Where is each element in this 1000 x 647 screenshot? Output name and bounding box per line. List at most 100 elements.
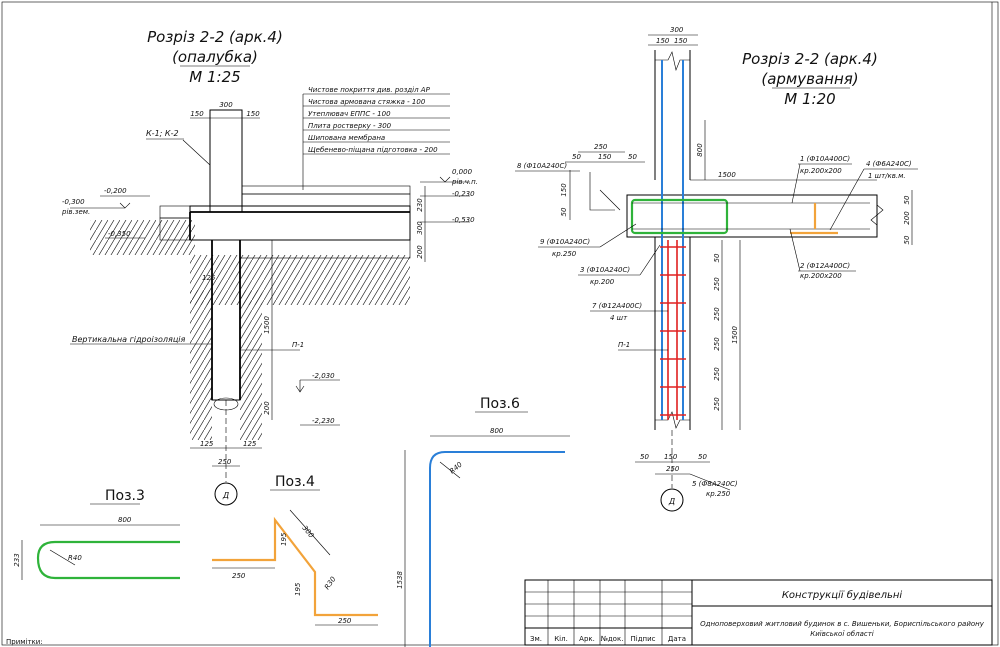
label-1b: кр.200х200 (800, 167, 842, 175)
dim-p250d: 250 (713, 367, 721, 381)
axis-label-right: Д (668, 497, 675, 506)
dim-b150: 150 (664, 453, 678, 461)
label-9b: кр.250 (552, 250, 577, 258)
soil-pile-left (190, 290, 212, 440)
pos4-250a: 250 (232, 572, 246, 580)
dim-p50: 50 (713, 253, 721, 262)
layer-label: Шипована мембрана (308, 134, 385, 142)
pos4-195b: 195 (294, 582, 302, 596)
dim-p250a: 250 (713, 277, 721, 291)
detail-pos3: Поз.3 800 233 R40 (13, 488, 180, 580)
dim-300v: 300 (416, 221, 424, 235)
level-0530: -0,530 (452, 216, 475, 224)
soil-left (90, 220, 195, 255)
dim-top-300: 300 (670, 26, 684, 34)
soil-pile-right (240, 290, 262, 440)
dim-v50: 50 (560, 207, 568, 216)
layer-callouts: Чистове покриття див. розділ АР Чистова … (302, 86, 450, 190)
screed-layer (241, 185, 411, 195)
layer-label: Чистове покриття див. розділ АР (308, 86, 431, 94)
formwork-subtitle: (опалубка) (172, 48, 258, 66)
pos4-title: Поз.4 (275, 474, 315, 490)
pos4-250b: 250 (338, 617, 352, 625)
layer-label: Утеплювач ЕППС - 100 (308, 110, 391, 118)
label-2b: кр.200х200 (800, 272, 842, 280)
dim-v150: 150 (560, 183, 568, 197)
formwork-title: Розріз 2-2 (арк.4) (147, 28, 283, 46)
pos4-bar (212, 516, 378, 617)
dim-125-top: 125 (202, 274, 216, 282)
tb-header: Кіл. (554, 635, 568, 643)
dim-r50b: 50 (903, 235, 911, 244)
dim-top-150b: 150 (674, 37, 688, 45)
reinforcement-section: Розріз 2-2 (арк.4) (армування) М 1:20 30… (515, 26, 918, 512)
layer-label: Плита ростверку - 300 (308, 122, 392, 130)
label-7: 7 (Ф12А400С) (592, 302, 642, 310)
dim-200b: 200 (263, 401, 271, 415)
dim-s50a: 50 (572, 153, 581, 161)
pile-label: П-1 (292, 341, 304, 349)
dim-p250b: 250 (713, 307, 721, 321)
dim-125b: 125 (243, 440, 257, 448)
tb-header: Дата (668, 635, 686, 643)
label-3b: кр.200 (590, 278, 615, 286)
label-5: 5 (Ф8А240С) (692, 480, 738, 488)
pile-label-right: П-1 (618, 341, 630, 349)
label-2: 2 (Ф12А400С) (800, 262, 850, 270)
slab-edge-rebar (630, 198, 729, 235)
formwork-scale: М 1:25 (189, 68, 240, 86)
label-7b: 4 шт (610, 314, 628, 322)
pos6-length: 800 (490, 427, 504, 435)
level-0230: -0,230 (452, 190, 475, 198)
dim-s50b: 50 (628, 153, 637, 161)
pos6-bar (429, 451, 565, 647)
dim-s150: 150 (598, 153, 612, 161)
slab-outline (626, 194, 878, 238)
label-9: 9 (Ф10А240С) (540, 238, 590, 246)
label-3: 3 (Ф10А240С) (580, 266, 630, 274)
axis-label: Д (222, 491, 229, 500)
notes-label: Примітки: (6, 638, 43, 646)
soil-under (190, 255, 410, 305)
level-zero: 0,000 (452, 168, 473, 176)
dim-300: 300 (219, 101, 233, 109)
level-0200: -0,200 (104, 187, 127, 195)
dim-r200: 200 (903, 211, 911, 225)
dim-p250c: 250 (713, 337, 721, 351)
dim-230: 230 (416, 198, 424, 212)
dim-150b: 150 (246, 110, 260, 118)
tb-header: Арк. (579, 635, 595, 643)
dim-1500: 1500 (263, 316, 271, 334)
axis-marker-right (660, 488, 684, 512)
waterproofing-label: Вертикальна гідроізоляція (72, 335, 185, 344)
tb-header: Підпис (630, 635, 655, 643)
level-2230: -2,230 (312, 417, 335, 425)
pos6-height: 1538 (396, 571, 404, 589)
blind-area (159, 205, 191, 219)
dim-b50b: 50 (698, 453, 707, 461)
dim-150a: 150 (190, 110, 204, 118)
level-2030: -2,030 (312, 372, 335, 380)
pos4-195a: 195 (280, 532, 288, 546)
dim-h1500: 1500 (718, 171, 736, 179)
dim-r50: 50 (903, 195, 911, 204)
dim-v1500: 1500 (731, 326, 739, 344)
dim-top-150a: 150 (656, 37, 670, 45)
tb-header: Зм. (530, 635, 542, 643)
tb-project-2: Київської області (810, 630, 874, 638)
tb-header: №док. (601, 635, 624, 643)
pos6-title: Поз.6 (480, 396, 520, 412)
label-4b: 1 шт/кв.м. (868, 172, 906, 180)
detail-pos6: Поз.6 800 1538 R40 (396, 396, 570, 647)
level-zero-note: рів.ч.п. (451, 178, 478, 186)
wall (209, 109, 243, 213)
pos3-radius: R40 (68, 554, 82, 562)
pos4-radius: R30 (323, 575, 338, 591)
tb-name: Конструкції будівельні (782, 589, 903, 601)
insulation-layer (241, 193, 411, 207)
title-block: Зм. Кіл. Арк. №док. Підпис Дата Конструк… (524, 579, 993, 646)
level-ground: -0,300 (62, 198, 85, 206)
formwork-section: Розріз 2-2 (арк.4) (опалубка) М 1:25 Чис… (61, 28, 478, 506)
